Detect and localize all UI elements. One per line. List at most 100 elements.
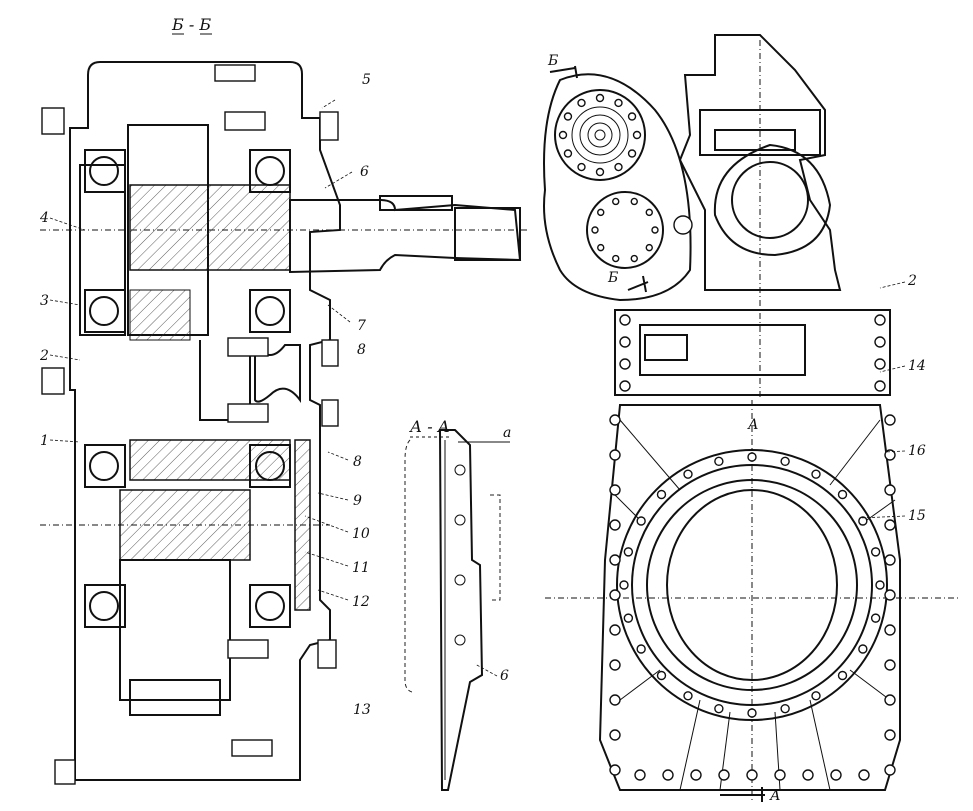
callout-3: 3	[40, 293, 49, 309]
bolt-icon	[623, 613, 634, 623]
input-flange	[554, 89, 646, 181]
bolt-icon	[837, 489, 848, 500]
bolt-icon	[884, 624, 896, 636]
input-flange-plate	[543, 73, 692, 302]
gear-rim-lower	[129, 679, 221, 716]
bolt-icon	[651, 226, 659, 234]
bolt-icon	[714, 456, 724, 467]
bolt-icon	[746, 769, 758, 781]
bolt-icon	[609, 659, 621, 671]
bolt-icon	[683, 469, 693, 479]
gear-hub-upper	[129, 289, 191, 341]
bolt-icon	[630, 254, 638, 263]
callout-front-15: 15	[908, 508, 926, 524]
middle-web	[199, 340, 251, 421]
breather	[644, 334, 688, 361]
bolt-icon	[884, 449, 896, 461]
callout-6: 6	[360, 164, 369, 180]
bolt-icon	[595, 167, 605, 177]
callout-2: 2	[39, 348, 49, 364]
shaft-spline-end	[454, 207, 521, 261]
callout-10: 10	[352, 526, 370, 542]
bolt-icon	[614, 162, 623, 172]
bolt-icon	[609, 729, 621, 741]
bolt-icon	[830, 769, 842, 781]
bolt-icon	[662, 769, 674, 781]
bolt-icon	[874, 358, 886, 370]
bolt-icon	[623, 547, 634, 557]
bolt-icon	[558, 130, 568, 140]
bolt-icon	[630, 197, 638, 206]
shaft-upper-hatched	[129, 184, 291, 271]
front-bolts	[558, 93, 896, 781]
bolt-icon	[811, 691, 821, 701]
bolt-icon	[619, 580, 629, 590]
main-bore-flange	[616, 449, 888, 721]
bolt-icon	[627, 149, 637, 158]
bolt-icon	[609, 554, 621, 566]
bolt-icon	[609, 414, 621, 426]
bolt-icon	[614, 98, 623, 108]
bolt-icon	[645, 243, 653, 252]
bolt-icon	[858, 644, 868, 654]
bolt-icon	[858, 769, 870, 781]
bolt-icon	[884, 694, 896, 706]
bolt-icon	[690, 769, 702, 781]
bolt-icon	[884, 484, 896, 496]
cover-bolts	[454, 464, 466, 646]
section-mark-b-bottom: Б	[607, 270, 618, 286]
bolt-icon	[595, 93, 605, 103]
bolt-icon	[884, 764, 896, 776]
bolt-icon	[774, 769, 786, 781]
bolt-icon	[634, 769, 646, 781]
bolt-icon	[609, 519, 621, 531]
housing-rib	[254, 342, 301, 403]
bolt-icon	[874, 336, 886, 348]
bolt-icon	[612, 197, 620, 206]
view-marker-a-top: А	[747, 417, 759, 433]
bolt-icon	[714, 703, 724, 714]
gear-wheel-lower	[119, 559, 231, 701]
bolt-icon	[884, 554, 896, 566]
intermediate-cover	[586, 191, 664, 269]
bolt-icon	[875, 580, 885, 590]
bolt-icon	[609, 694, 621, 706]
bolt-icon	[656, 670, 667, 681]
bolt-icon	[747, 452, 757, 462]
bolt-icon	[619, 358, 631, 370]
output-flange-plate	[713, 143, 832, 257]
bearings-upper	[84, 149, 291, 333]
section-bb-view: Б - Б	[39, 15, 530, 785]
bolt-icon	[609, 624, 621, 636]
bolt-icon	[874, 380, 886, 392]
section-aa-marker: а	[503, 425, 511, 441]
cover-plate-hatched	[294, 439, 311, 611]
view-marker-a-bottom: А	[769, 788, 781, 804]
bolts-bb	[41, 64, 339, 785]
bolt-icon	[636, 516, 646, 526]
upper-housing	[678, 34, 842, 291]
callout-front-14: 14	[908, 358, 926, 374]
bolt-icon	[619, 314, 631, 326]
inspection-cover	[639, 324, 806, 376]
callout-8b: 8	[353, 454, 362, 470]
callout-front-2: 2	[907, 273, 917, 289]
callout-4: 4	[39, 210, 49, 226]
middle-housing	[614, 309, 891, 396]
bolt-icon	[837, 670, 848, 681]
bolt-icon	[563, 149, 573, 158]
callout-13: 13	[353, 702, 371, 718]
bolt-icon	[609, 484, 621, 496]
shaft-key	[379, 195, 453, 211]
bolt-icon	[609, 764, 621, 776]
cover-plate-profile	[438, 429, 484, 791]
bolt-icon	[802, 769, 814, 781]
outline-hidden	[404, 439, 413, 693]
bolt-icon	[718, 769, 730, 781]
bolt-icon	[656, 489, 667, 500]
callout-11: 11	[352, 560, 370, 576]
section-bb-title: Б - Б	[171, 15, 211, 34]
callout-5: 5	[362, 72, 371, 88]
bolt-icon	[874, 314, 886, 326]
